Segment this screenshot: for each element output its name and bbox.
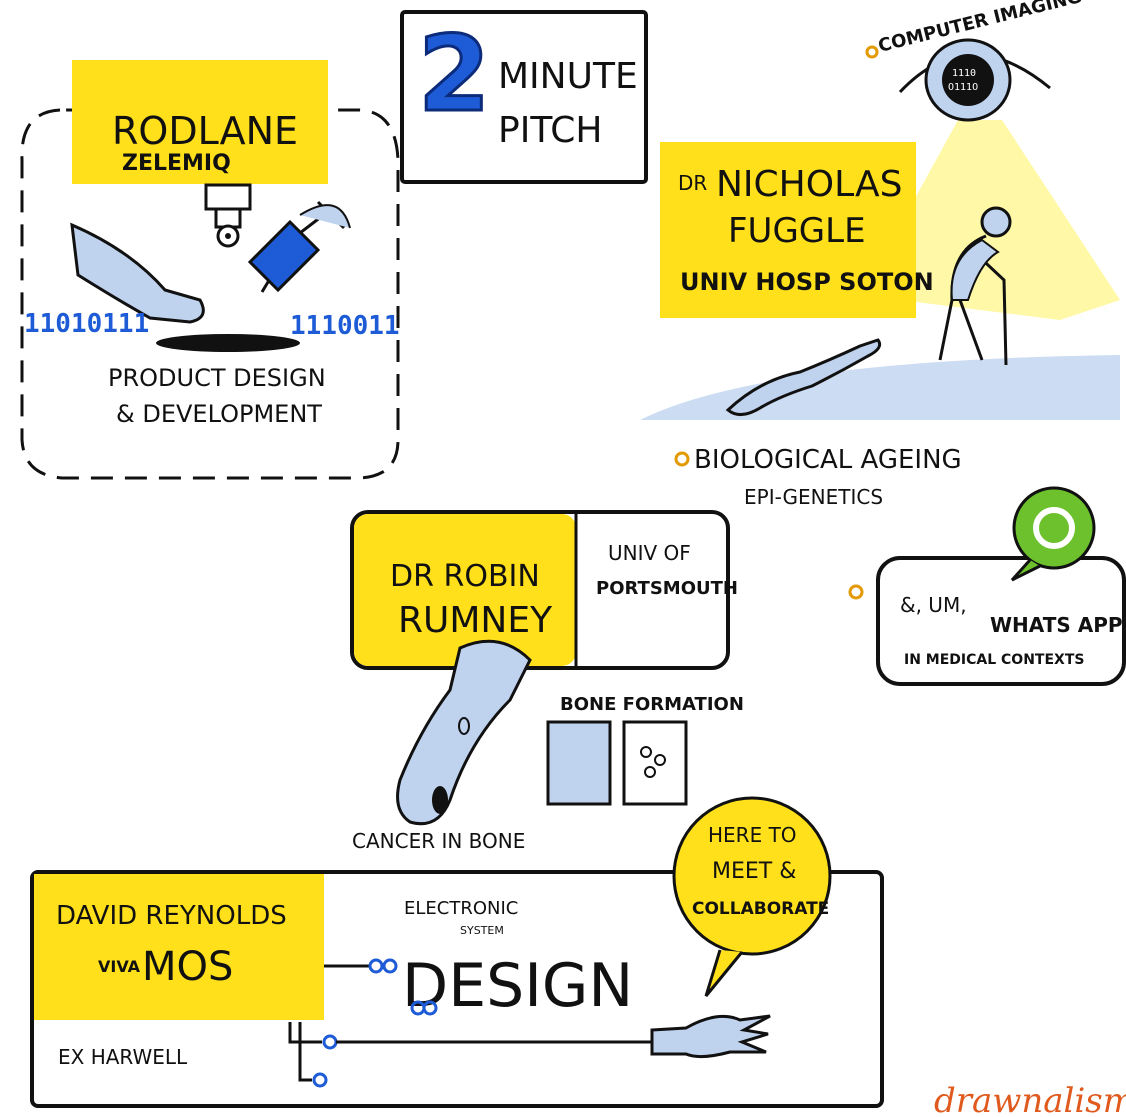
fuggle-name-block xyxy=(660,142,916,318)
bubble-line2: MEET & xyxy=(712,859,796,884)
fuggle-first: NICHOLAS xyxy=(716,164,902,205)
bullet-dot xyxy=(865,45,879,59)
fuggle-title: DR xyxy=(678,171,707,195)
rumney-panel: DR ROBIN RUMNEY UNIV OF PORTSMOUTH BONE … xyxy=(350,510,744,853)
fuggle-topic1: BIOLOGICAL AGEING xyxy=(694,445,962,475)
whatsapp-panel: &, UM, WHATS APP IN MEDICAL CONTEXTS xyxy=(848,486,1126,686)
bone-sample-1 xyxy=(546,720,612,806)
collaborate-bubble xyxy=(672,796,832,956)
reynolds-name-block xyxy=(34,874,324,1020)
pitch-box: 2 MINUTE PITCH xyxy=(400,10,648,184)
rod-binary-right: 1110011 xyxy=(290,311,400,341)
bullet-dot xyxy=(674,451,690,467)
pitch-line2: PITCH xyxy=(498,110,602,151)
lizard-icon xyxy=(725,338,882,416)
design-label: DESIGN xyxy=(402,951,633,1021)
bubble-line1: HERE TO xyxy=(708,823,797,847)
bone-formation-label: BONE FORMATION xyxy=(560,694,744,715)
lesion-mark xyxy=(458,717,470,735)
rod-name: RODLANE xyxy=(112,109,298,153)
system-label: SYSTEM xyxy=(460,924,504,937)
chip-text-2: O111O xyxy=(948,82,978,93)
reaching-hand-icon xyxy=(650,1014,771,1059)
fuggle-panel: 1110 O111O COMPUTER IMAGING DR NICHOLAS … xyxy=(640,0,1120,509)
whatsapp-line2: WHATS APP xyxy=(990,613,1123,637)
pitch-line1: MINUTE xyxy=(498,56,638,97)
rumney-org2: PORTSMOUTH xyxy=(596,578,738,599)
rumney-name1: DR ROBIN xyxy=(390,559,540,594)
pitch-frame xyxy=(400,10,648,184)
rod-company: ZELEMIQ xyxy=(122,151,231,176)
fuggle-last: FUGGLE xyxy=(728,211,866,251)
rod-topic1: PRODUCT DESIGN xyxy=(108,364,326,392)
rumney-name2: RUMNEY xyxy=(398,600,553,641)
reynolds-panel: DAVID REYNOLDS VIVA MOS EX HARWELL ELECT… xyxy=(30,796,884,1108)
lesion-mark xyxy=(432,786,448,814)
elderly-person-icon xyxy=(938,206,1012,366)
reynolds-name: DAVID REYNOLDS xyxy=(56,901,287,931)
cancer-label: CANCER IN BONE xyxy=(352,829,525,853)
rod-panel: RODLANE ZELEMIQ 11010111 1110011 PRODUCT… xyxy=(20,60,400,480)
hand-icon xyxy=(70,222,205,324)
rod-topic2: & DEVELOPMENT xyxy=(116,400,322,428)
rod-binary-left: 11010111 xyxy=(24,309,149,339)
bubble-line3: COLLABORATE xyxy=(692,899,829,919)
watermark-logo: drawnalism xyxy=(934,1081,1126,1117)
pitch-number: 2 xyxy=(418,13,490,135)
whatsapp-line1: &, UM, xyxy=(900,593,967,617)
rod-dashed-frame xyxy=(20,108,400,480)
electronic-label: ELECTRONIC xyxy=(404,898,518,919)
tool-icon xyxy=(204,183,252,248)
reynolds-ex: EX HARWELL xyxy=(58,1045,188,1069)
syringe-icon xyxy=(247,200,351,293)
eye-icon: 1110 O111O xyxy=(898,38,1051,122)
whatsapp-frame xyxy=(876,556,1126,686)
whatsapp-line3: IN MEDICAL CONTEXTS xyxy=(904,652,1084,668)
rumney-org1: UNIV OF xyxy=(608,541,691,565)
fuggle-org: UNIV HOSP SOTON xyxy=(680,268,934,296)
whatsapp-icon xyxy=(1012,486,1096,570)
hill-shape xyxy=(640,355,1120,420)
reynolds-company: MOS xyxy=(142,944,233,990)
chip-text: 1110 xyxy=(952,68,976,79)
reynolds-company-prefix: VIVA xyxy=(98,957,141,976)
hole-shape xyxy=(156,334,300,352)
rod-name-block xyxy=(72,60,328,184)
bone-icon xyxy=(396,639,532,826)
fuggle-topic2: EPI-GENETICS xyxy=(744,485,883,509)
bullet-dot xyxy=(848,584,864,600)
rumney-name-block xyxy=(354,514,576,666)
